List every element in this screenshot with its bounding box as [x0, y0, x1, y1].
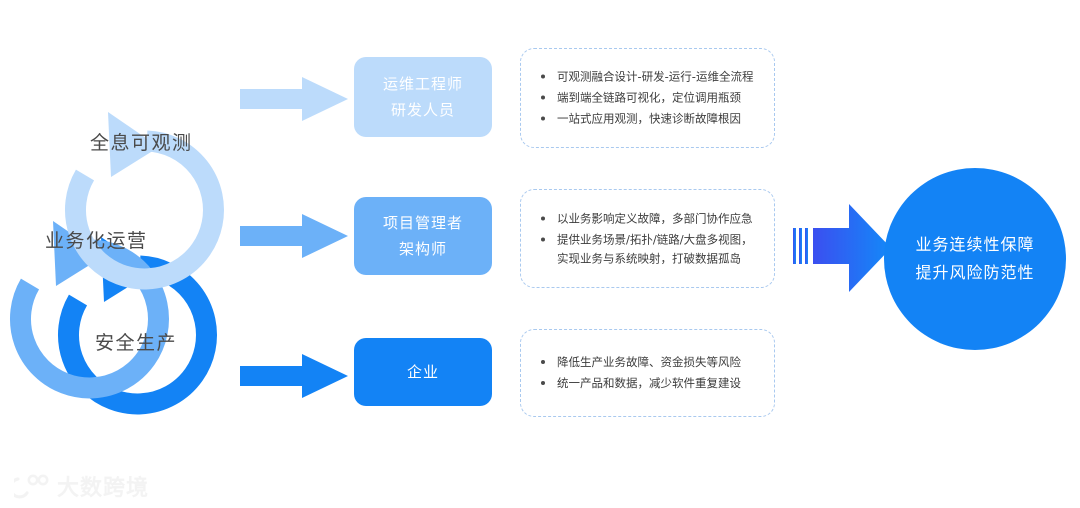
arrow-to-role-3: [240, 354, 348, 398]
benefits-panel-manager: 以业务影响定义故障，多部门协作应急 提供业务场景/拓扑/链路/大盘多视图，实现业…: [520, 189, 775, 288]
benefits-list-enterprise: 降低生产业务故障、资金损失等风险 统一产品和数据，减少软件重复建设: [537, 351, 764, 395]
bullet-dot-icon: [541, 116, 545, 121]
arrow-tail-tick-3: [805, 228, 808, 264]
ring-holographic-arc: [65, 130, 224, 290]
ring-label-holographic-observability: 全息可观测: [90, 132, 193, 154]
arrow-to-outcome: [793, 204, 891, 292]
watermark-text: 大数跨境: [57, 476, 150, 501]
outcome-circle[interactable]: 业务连续性保障 提升风险防范性: [884, 168, 1066, 350]
bullet-dot-icon: [541, 216, 545, 220]
benefits-panel-enterprise: 降低生产业务故障、资金损失等风险 统一产品和数据，减少软件重复建设: [520, 329, 775, 417]
list-item-text: 提供业务场景/拓扑/链路/大盘多视图，实现业务与系统映射，打破数据孤岛: [557, 232, 753, 265]
list-item: 可观测融合设计-研发-运行-运维全流程: [537, 68, 764, 87]
list-item: 降低生产业务故障、资金损失等风险: [537, 353, 764, 372]
bullet-dot-icon: [541, 237, 545, 241]
role-box-1-line1: 运维工程师: [382, 75, 463, 93]
watermark: 大数跨境: [14, 470, 149, 502]
benefits-list-ops: 可观测融合设计-研发-运行-运维全流程 端到端全链路可视化，定位调用瓶颈 一站式…: [537, 66, 764, 131]
role-box-enterprise[interactable]: 企业: [354, 338, 492, 406]
list-item: 一站式应用观测，快速诊断故障根因: [537, 110, 764, 129]
arrow-to-role-2-shape: [240, 214, 348, 258]
list-item-text: 端到端全链路可视化，定位调用瓶颈: [557, 90, 741, 105]
list-item: 端到端全链路可视化，定位调用瓶颈: [537, 89, 764, 108]
role-box-1-line2: 研发人员: [390, 101, 455, 119]
role-box-2-line2: 架构师: [398, 240, 447, 258]
list-item-text: 以业务影响定义故障，多部门协作应急: [557, 211, 753, 225]
list-item-text: 统一产品和数据，减少软件重复建设: [557, 376, 741, 390]
outcome-line1: 业务连续性保障: [915, 235, 1035, 254]
bullet-dot-icon: [541, 74, 545, 79]
ring-holographic-observability: [65, 112, 224, 290]
ring-safety-arc: [58, 255, 217, 415]
cycle-rings-svg: [10, 112, 224, 415]
cycle-rings-group: 全息可观测 业务化运营 安全生产: [0, 0, 300, 460]
arrow-to-role-2: [240, 214, 348, 258]
list-item: 提供业务场景/拓扑/链路/大盘多视图，实现业务与系统映射，打破数据孤岛: [537, 230, 764, 268]
list-item-text: 一站式应用观测，快速诊断故障根因: [557, 111, 741, 126]
watermark-logo-icon: [14, 474, 49, 499]
ring-label-safety-production: 安全生产: [95, 332, 178, 354]
role-box-ops-engineer[interactable]: 运维工程师 研发人员: [354, 57, 492, 137]
role-box-project-manager[interactable]: 项目管理者 架构师: [354, 197, 492, 275]
arrow-to-role-1: [240, 77, 348, 121]
list-item-text: 可观测融合设计-研发-运行-运维全流程: [557, 69, 754, 84]
bullet-dot-icon: [541, 360, 545, 364]
role-box-3-line1: 企业: [406, 363, 439, 381]
list-item: 以业务影响定义故障，多部门协作应急: [537, 209, 764, 228]
arrow-tail-tick-1: [793, 228, 796, 264]
ring-label-business-operation: 业务化运营: [45, 230, 148, 252]
list-item-text: 降低生产业务故障、资金损失等风险: [557, 355, 741, 369]
list-item: 统一产品和数据，减少软件重复建设: [537, 374, 764, 393]
ring-holographic-arrowhead: [108, 112, 159, 177]
arrow-to-role-3-shape: [240, 354, 348, 398]
bullet-dot-icon: [541, 95, 545, 100]
benefits-panel-ops: 可观测融合设计-研发-运行-运维全流程 端到端全链路可视化，定位调用瓶颈 一站式…: [520, 48, 775, 148]
role-box-2-line1: 项目管理者: [382, 214, 463, 232]
arrow-to-role-1-shape: [240, 77, 348, 121]
outcome-line2: 提升风险防范性: [915, 263, 1035, 282]
arrow-tail-tick-2: [799, 228, 802, 264]
bullet-dot-icon: [541, 381, 545, 385]
benefits-list-manager: 以业务影响定义故障，多部门协作应急 提供业务场景/拓扑/链路/大盘多视图，实现业…: [537, 207, 764, 270]
arrow-to-outcome-shape: [813, 204, 891, 292]
